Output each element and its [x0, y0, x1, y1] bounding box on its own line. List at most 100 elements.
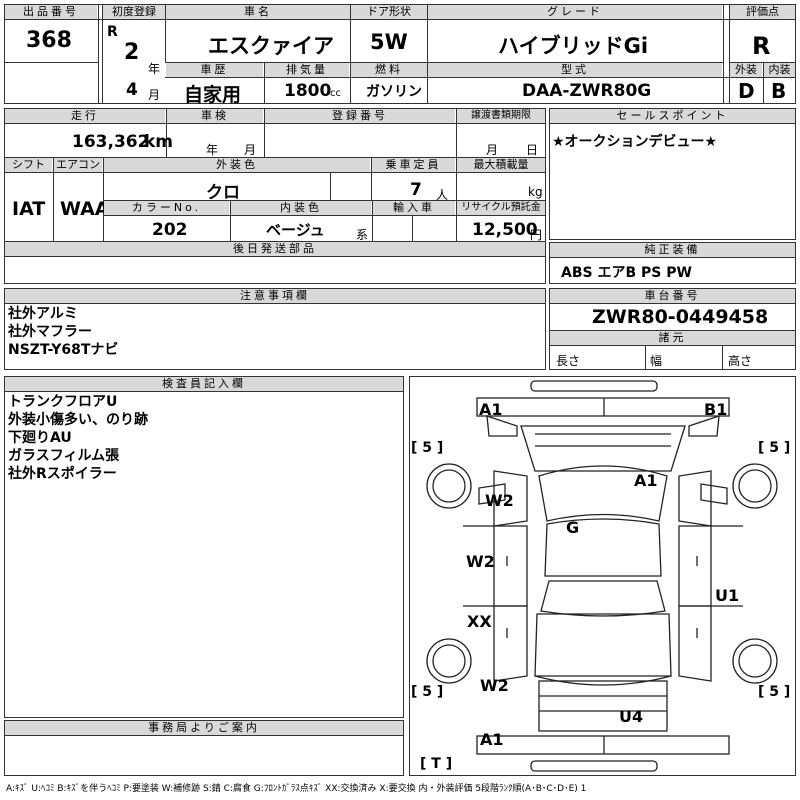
color-no-label: カラーNo.: [104, 201, 229, 215]
fuel-label: 燃料: [351, 63, 427, 77]
grade-label: グレード: [428, 5, 722, 19]
inspector-line: 下廻りAU: [8, 430, 72, 446]
color-no: 202: [152, 220, 188, 240]
displacement: 1800: [284, 81, 332, 101]
later-parts-label: 後日発送部品: [5, 242, 545, 256]
inspector-line: ガラスフィルム張: [8, 448, 120, 464]
first-reg-year-unit: 年: [148, 62, 161, 76]
exterior-score: D: [738, 79, 755, 103]
damage-label: XX: [467, 612, 492, 631]
tire-score: [ 5 ]: [411, 440, 444, 456]
mileage-unit: km: [144, 132, 174, 152]
damage-label: W2: [480, 676, 509, 695]
exterior-label: 外装: [730, 63, 762, 77]
int-color-unit: 系: [356, 228, 369, 242]
score-label: 評価点: [730, 5, 795, 19]
spec-width: 幅: [650, 354, 663, 368]
inspection-year-unit: 年: [206, 143, 219, 157]
max-load-unit: kg: [528, 185, 543, 199]
damage-label: A1: [479, 400, 503, 419]
fuel: ガソリン: [366, 84, 422, 100]
displacement-label: 排気量: [265, 63, 349, 77]
damage-label: U1: [715, 586, 740, 605]
inspection-label: 車検: [167, 109, 263, 123]
equipment-label: 純正装備: [550, 243, 795, 257]
car-name-label: 車名: [166, 5, 350, 19]
header-block: [4, 4, 796, 104]
inspector-box: [4, 376, 404, 718]
capacity-unit: 人: [436, 188, 449, 202]
recycle-label: リサイクル預託金: [457, 201, 545, 215]
damage-label: A1: [480, 730, 504, 749]
max-load-label: 最大積載量: [457, 158, 545, 172]
sales-point: ★オークションデビュー★: [552, 134, 718, 150]
int-color: ベージュ: [266, 221, 325, 239]
inspection-month-unit: 月: [244, 143, 257, 157]
displacement-unit: cc: [330, 88, 341, 99]
spare-tire-score: [ T ]: [420, 756, 453, 772]
lot-label: 出品番号: [5, 5, 97, 19]
equipment-box: [549, 242, 796, 284]
chassis-box: [549, 288, 796, 370]
interior-score: B: [771, 79, 787, 103]
inspector-line: トランクフロアU: [8, 394, 118, 410]
model-code: DAA-ZWR80G: [522, 81, 652, 101]
spec-length: 長さ: [556, 354, 581, 368]
damage-label: W2: [485, 491, 514, 510]
inspector-label: 検査員記入欄: [5, 377, 403, 391]
history-label: 車歴: [166, 63, 263, 77]
capacity: 7: [410, 180, 422, 200]
chassis-number: ZWR80-0449458: [592, 306, 769, 328]
first-reg-era: R: [107, 24, 118, 40]
aircon: WAA: [60, 198, 110, 220]
legend: A:ｷｽﾞ U:ﾍｺﾐ B:ｷｽﾞを伴うﾍｺﾐ P:要塗装 W:補修跡 S:錆 …: [6, 784, 587, 794]
grade: ハイブリッドGi: [498, 34, 649, 58]
import-label: 輸入車: [373, 201, 455, 215]
door-type: 5W: [370, 30, 408, 54]
int-color-label: 内装色: [231, 201, 371, 215]
damage-label: U4: [619, 707, 644, 726]
history: 自家用: [184, 84, 242, 106]
first-reg-month-unit: 月: [148, 88, 161, 102]
sales-point-box: [549, 108, 796, 240]
damage-label: G: [566, 518, 580, 537]
aircon-label: エアコン: [54, 158, 102, 172]
damage-label: A1: [634, 471, 658, 490]
car-name: エスクァイア: [208, 34, 334, 58]
damage-label: B1: [704, 400, 728, 419]
chassis-label: 車台番号: [550, 289, 795, 303]
mileage: 163,362: [72, 132, 150, 152]
model-label: 型式: [428, 63, 722, 77]
specs-label: 諸元: [550, 331, 795, 345]
ext-color: クロ: [206, 183, 240, 203]
ext-color-label: 外装色: [104, 158, 370, 172]
caution-label: 注意事項欄: [5, 289, 545, 303]
shift: IAT: [12, 198, 46, 220]
car-diagram: [426, 380, 778, 772]
door-label: ドア形状: [351, 5, 427, 19]
score: R: [752, 32, 771, 60]
recycle: 12,500: [472, 220, 538, 240]
shift-label: シフト: [5, 158, 52, 172]
sales-point-label: セールスポイント: [550, 109, 795, 123]
caution-line: 社外マフラー: [8, 324, 92, 340]
interior-label: 内装: [764, 63, 795, 77]
caution-box: [4, 288, 546, 370]
capacity-label: 乗車定員: [372, 158, 455, 172]
damage-map: [409, 376, 796, 776]
transfer-day-unit: 日: [526, 143, 539, 157]
reg-no-label: 登録番号: [265, 109, 455, 123]
office-label: 事務局よりご案内: [5, 721, 403, 735]
first-reg-year: 2: [124, 40, 140, 65]
tire-score: [ 5 ]: [758, 684, 791, 700]
lot-number: 368: [26, 28, 72, 53]
tire-score: [ 5 ]: [411, 684, 444, 700]
equipment: ABS エアB PS PW: [561, 265, 692, 281]
caution-line: 社外アルミ: [8, 306, 78, 322]
mileage-label: 走行: [5, 109, 165, 123]
damage-label: W2: [466, 552, 495, 571]
first-reg-label: 初度登録: [103, 5, 165, 19]
spec-height: 高さ: [728, 354, 753, 368]
vehicle-info-block: [4, 108, 546, 284]
transfer-month-unit: 月: [486, 143, 499, 157]
